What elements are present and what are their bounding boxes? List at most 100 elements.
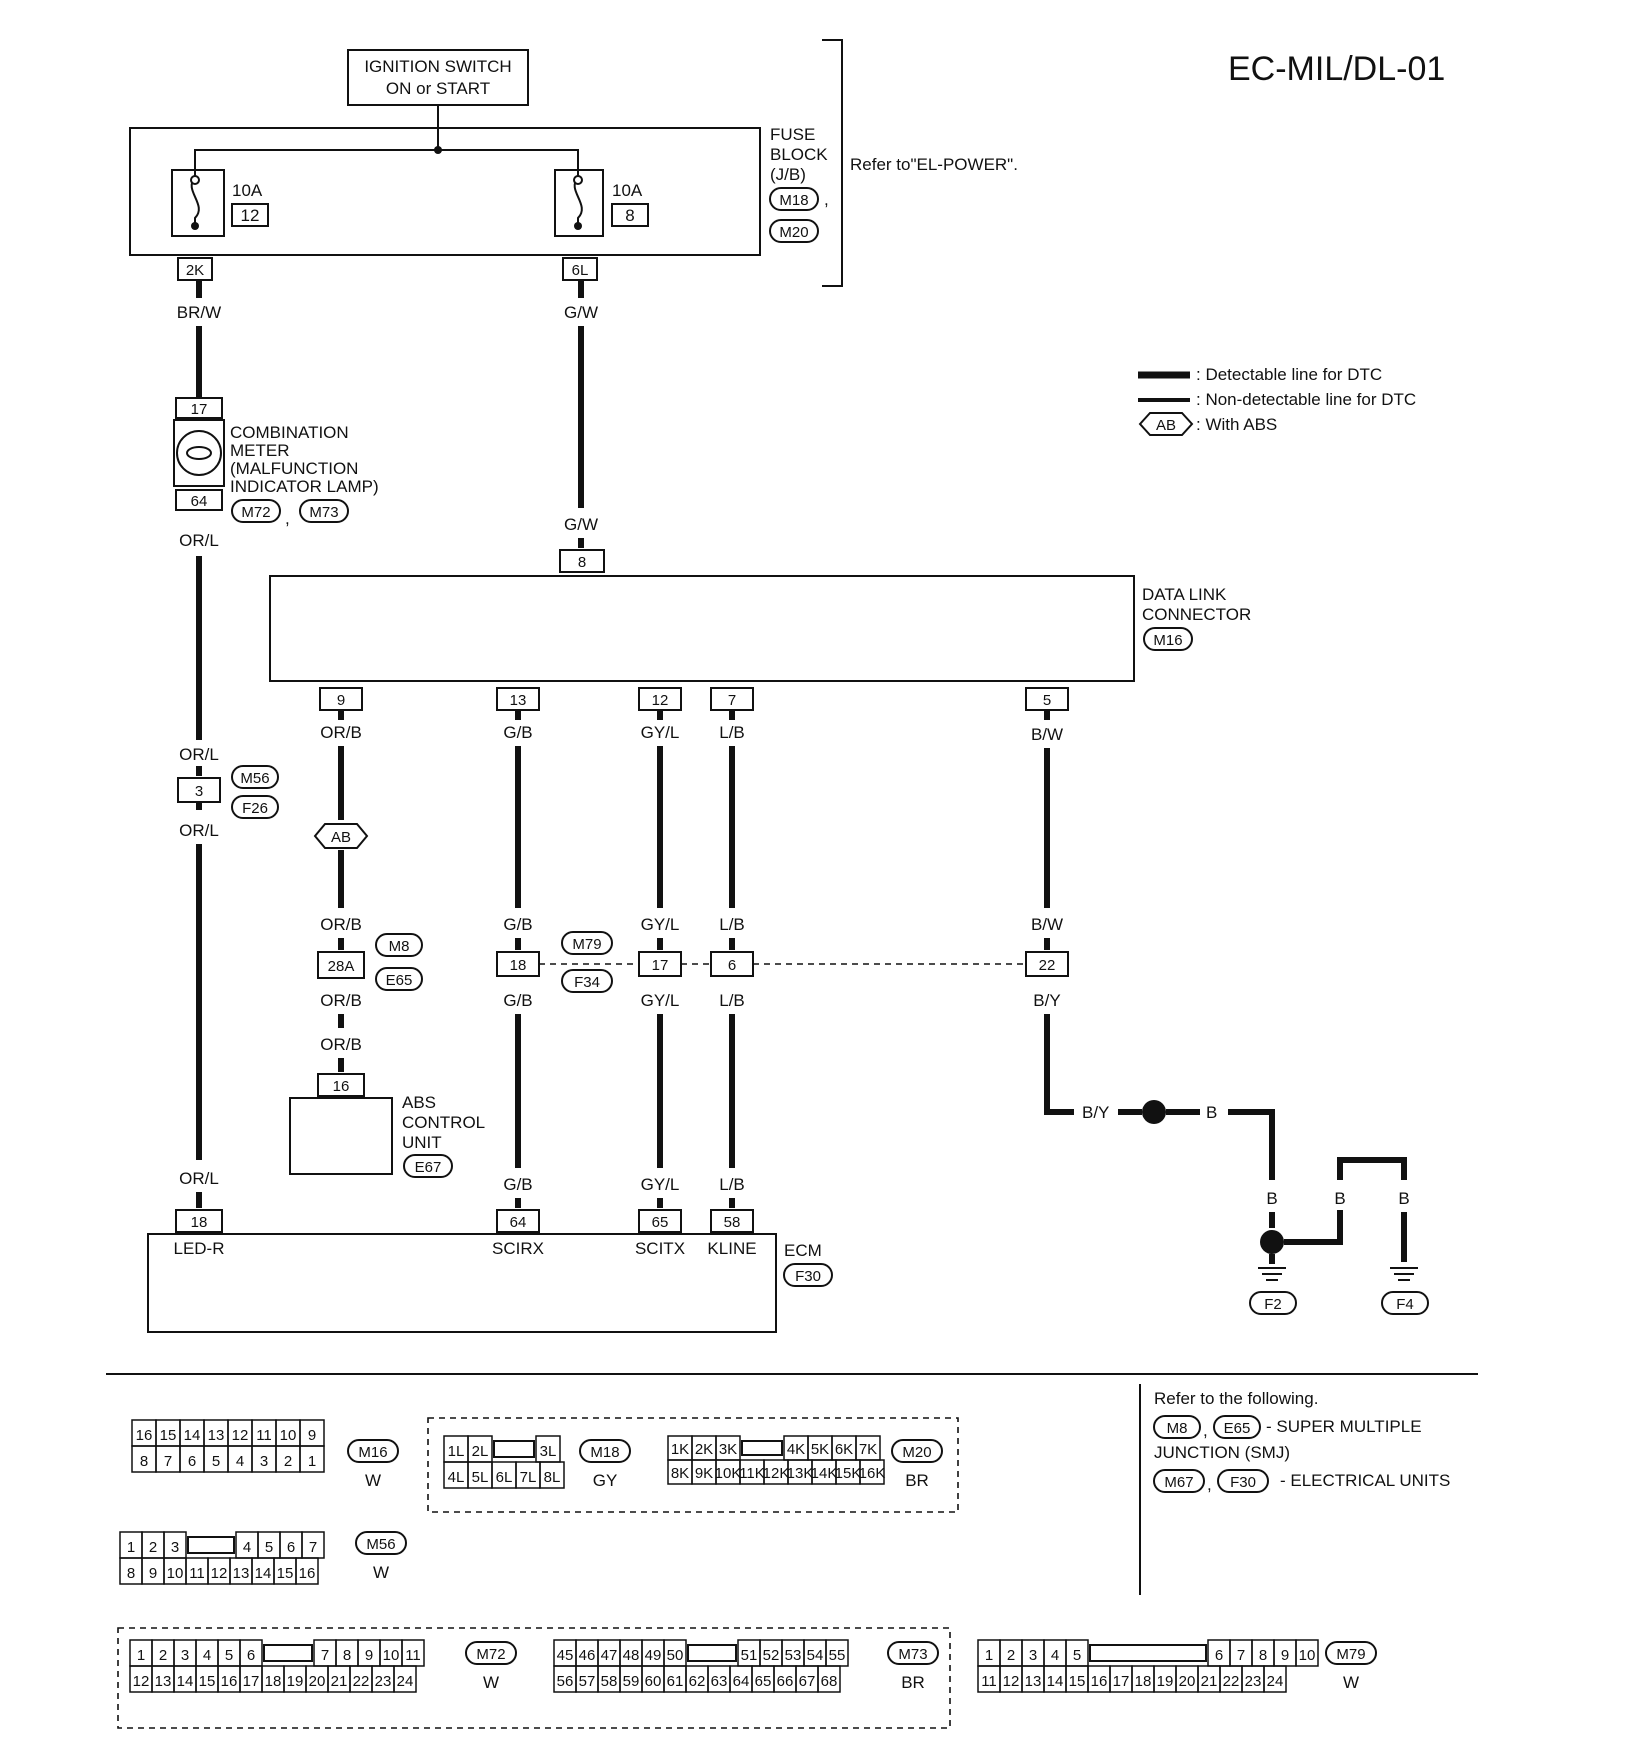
wire-label-gyl-3: GY/L	[641, 991, 680, 1010]
meter-comma: ,	[285, 509, 290, 528]
pin-m20-13K: 13K	[787, 1465, 814, 1482]
pin-m72-7: 7	[321, 1647, 329, 1664]
pin-m72-2: 2	[159, 1647, 167, 1664]
ecm-term-kline: KLINE	[707, 1239, 756, 1258]
pin-m73-52: 52	[763, 1647, 780, 1664]
fuse-block-comma: ,	[824, 190, 829, 209]
fuse-block-box	[129, 127, 761, 256]
pin-m79-15: 15	[1069, 1673, 1086, 1690]
pin-m73-50: 50	[667, 1647, 684, 1664]
wire-label-gw-2: G/W	[564, 515, 598, 534]
page-id: EC-MIL/DL-01	[1228, 50, 1445, 88]
junction-m79-conn-1: M79	[572, 936, 601, 953]
pin-m18-7L: 7L	[520, 1469, 537, 1486]
pin-m79-3: 3	[1029, 1647, 1037, 1664]
pin-m79-23: 23	[1245, 1673, 1262, 1690]
wire-label-lb-1: L/B	[719, 723, 745, 742]
wire-label-gyl-1: GY/L	[641, 723, 680, 742]
conn-color-m73: BR	[901, 1673, 925, 1692]
ground-f4: F4	[1396, 1296, 1414, 1313]
pin-m56-9: 9	[149, 1565, 157, 1582]
abs-label-1: ABS	[402, 1093, 436, 1112]
pin-m56-1: 1	[127, 1539, 135, 1556]
pin-m79-20: 20	[1179, 1673, 1196, 1690]
pin-m79-22: 22	[1223, 1673, 1240, 1690]
pin-m56-3: 3	[171, 1539, 179, 1556]
pin-m79-7: 7	[1237, 1647, 1245, 1664]
pin-m18-5L: 5L	[472, 1469, 489, 1486]
dlc-pin-9: 9	[337, 692, 345, 709]
pin-m72-1: 1	[137, 1647, 145, 1664]
pin-m72-8: 8	[343, 1647, 351, 1664]
pin-m72-6: 6	[247, 1647, 255, 1664]
legend-non-detectable: : Non-detectable line for DTC	[1196, 390, 1416, 409]
pin-m16-2: 2	[284, 1453, 292, 1470]
pin-m18-2L: 2L	[472, 1443, 489, 1460]
wire-label-by-1: B/Y	[1033, 991, 1060, 1010]
ignition-label-2: ON or START	[386, 79, 490, 98]
pin-m16-6: 6	[188, 1453, 196, 1470]
abs-label-3: UNIT	[402, 1133, 442, 1152]
wire-label-orl-4: OR/L	[179, 1169, 219, 1188]
refer-eu: - ELECTRICAL UNITS	[1280, 1471, 1450, 1490]
pin-m56-8: 8	[127, 1565, 135, 1582]
dlc-pin-13: 13	[510, 692, 527, 709]
pin-m73-49: 49	[645, 1647, 662, 1664]
pin-m56-11: 11	[189, 1565, 205, 1582]
wire-label-gyl-4: GY/L	[641, 1175, 680, 1194]
junction-m79-pin-22: 22	[1039, 957, 1056, 974]
meter-conn-1: M72	[241, 504, 270, 521]
junction-m79-pin-17: 17	[652, 957, 669, 974]
m18-m20-group-outline	[427, 1417, 959, 1513]
pin-m79-16: 16	[1091, 1673, 1108, 1690]
pin-m72-11: 11	[405, 1647, 421, 1664]
ecm-pin-64: 64	[510, 1214, 527, 1231]
conn-name-m18: M18	[590, 1444, 619, 1461]
pin-m73-67: 67	[799, 1673, 816, 1690]
pin-m72-23: 23	[375, 1673, 392, 1690]
wire-label-orb-3: OR/B	[320, 991, 362, 1010]
pin-m72-20: 20	[309, 1673, 326, 1690]
fuse-block-label-3: (J/B)	[770, 165, 806, 184]
fuse-right: 10A 8	[554, 164, 649, 237]
pin-m20-14K: 14K	[811, 1465, 838, 1482]
pin-m79-9: 9	[1281, 1647, 1289, 1664]
wire-label-b-1: B	[1206, 1103, 1217, 1122]
meter-pin-17: 17	[191, 401, 208, 418]
pin-m72-21: 21	[331, 1673, 348, 1690]
meter-label-2: METER	[230, 441, 290, 460]
ecm-label: ECM	[784, 1241, 822, 1260]
wire-label-gb-1: G/B	[503, 723, 532, 742]
pin-m72-3: 3	[181, 1647, 189, 1664]
pin-m20-11K: 11K	[739, 1465, 765, 1482]
wire-label-orl-2: OR/L	[179, 745, 219, 764]
pin-m79-14: 14	[1047, 1673, 1064, 1690]
fuse-block-refer: Refer to"EL-POWER".	[850, 155, 1018, 174]
refer-comma-2: ,	[1207, 1475, 1212, 1494]
pin-m72-4: 4	[203, 1647, 211, 1664]
pin-m20-2K: 2K	[695, 1441, 713, 1458]
pin-m20-10K: 10K	[715, 1465, 742, 1482]
pin-m73-53: 53	[785, 1647, 802, 1664]
pin-m16-1: 1	[308, 1453, 316, 1470]
fuse-block-conn-2: M20	[779, 224, 808, 241]
wire-label-orb-2: OR/B	[320, 915, 362, 934]
pin-m73-63: 63	[711, 1673, 728, 1690]
pin-m20-9K: 9K	[695, 1465, 713, 1482]
data-link-connector	[269, 575, 1135, 682]
pin-m73-56: 56	[557, 1673, 574, 1690]
dlc-pin-8: 8	[578, 554, 586, 571]
pin-m72-18: 18	[265, 1673, 282, 1690]
junction-m79-pin-6: 6	[728, 957, 736, 974]
fuse-right-num: 8	[625, 206, 634, 225]
wire-label-orb-1: OR/B	[320, 723, 362, 742]
wire-label-gw-1: G/W	[564, 303, 598, 322]
ecm-term-scitx: SCITX	[635, 1239, 685, 1258]
pin-m72-9: 9	[365, 1647, 373, 1664]
fuse-right-amps: 10A	[612, 181, 643, 200]
conn-name-m72: M72	[476, 1646, 505, 1663]
pin-m18-8L: 8L	[544, 1469, 561, 1486]
